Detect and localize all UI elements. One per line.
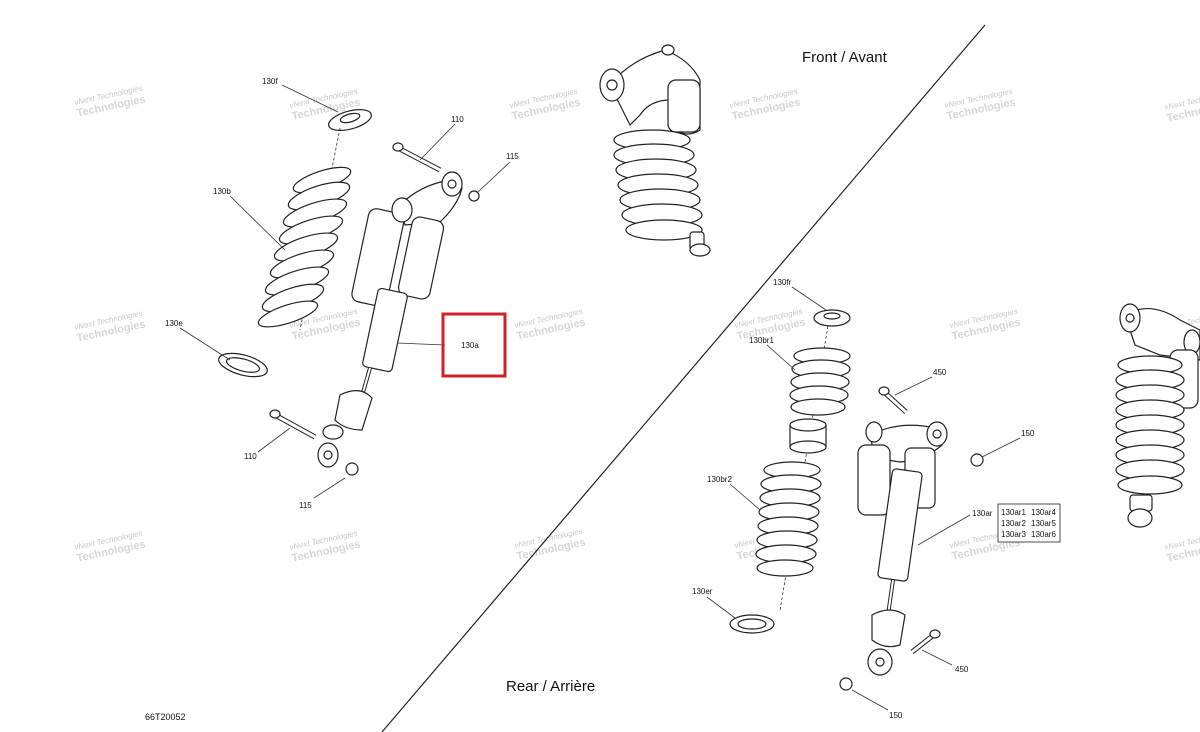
variant-cell: 130ar6 [1031, 530, 1056, 539]
spring-seat-130f-inner [339, 112, 361, 124]
callout-110: 110 [451, 115, 464, 124]
shock-absorber-130a [317, 171, 463, 468]
callout-450: 450 [933, 368, 947, 377]
callout-115: 115 [299, 501, 312, 510]
spring-seat-130fr-inner [823, 312, 841, 320]
callout-highlight-box [441, 312, 507, 378]
nut-150-bottom [839, 677, 853, 691]
callout-130er: 130er [692, 587, 713, 596]
bolt-110-bottom [269, 409, 317, 440]
bolt-110-top [392, 142, 442, 173]
section-divider [381, 24, 986, 732]
spring-ring-130er-inner [737, 618, 767, 630]
nut-115-top [468, 190, 480, 202]
coil-spring-130br2 [755, 461, 822, 577]
rear-section-title: Rear / Arrière [506, 678, 595, 695]
bolt-450-bottom [910, 629, 941, 654]
callout-450: 450 [955, 665, 969, 674]
callout-150: 150 [1021, 429, 1035, 438]
variant-table: 130ar1 130ar4 130ar2 130ar5 130ar3 130ar… [997, 503, 1061, 543]
rear-shock-assembly [729, 309, 984, 691]
front-shock-assembled [599, 44, 711, 257]
callout-130fr: 130fr [773, 278, 792, 287]
bolt-450-top [878, 386, 908, 414]
variant-cell: 130ar3 [1001, 530, 1026, 539]
nut-115-bottom [345, 462, 359, 476]
variant-cell: 130ar1 [1001, 508, 1026, 517]
spring-spacer [789, 418, 827, 454]
callout-130f: 130f [262, 77, 278, 86]
callout-130ar: 130ar [972, 509, 993, 518]
callout-130br1: 130br1 [749, 336, 774, 345]
coil-spring-130b [257, 166, 352, 328]
callout-130b: 130b [213, 187, 231, 196]
variant-cell: 130ar4 [1031, 508, 1056, 517]
assembled-rear-spring-coils [1115, 355, 1185, 495]
front-section-title: Front / Avant [802, 49, 888, 66]
front-leader-lines [179, 84, 511, 499]
callout-115: 115 [506, 152, 519, 161]
drawing-number: 66T20052 [145, 712, 186, 722]
assembled-spring-coils [613, 129, 703, 241]
variant-cell: 130ar2 [1001, 519, 1026, 528]
callout-110: 110 [244, 452, 257, 461]
callout-130br2: 130br2 [707, 475, 732, 484]
callout-130e: 130e [165, 319, 183, 328]
front-shock-assembly [218, 109, 480, 476]
callout-150: 150 [889, 711, 903, 720]
callout-130a: 130a [461, 341, 479, 350]
rear-shock-assembled [1115, 303, 1200, 528]
shock-absorber-130ar [857, 421, 948, 676]
variant-cell: 130ar5 [1031, 519, 1056, 528]
rear-leader-lines [706, 286, 1021, 711]
nut-150-top [970, 453, 984, 467]
coil-spring-130br1 [789, 347, 851, 416]
spring-ring-130e-inner [225, 357, 261, 373]
